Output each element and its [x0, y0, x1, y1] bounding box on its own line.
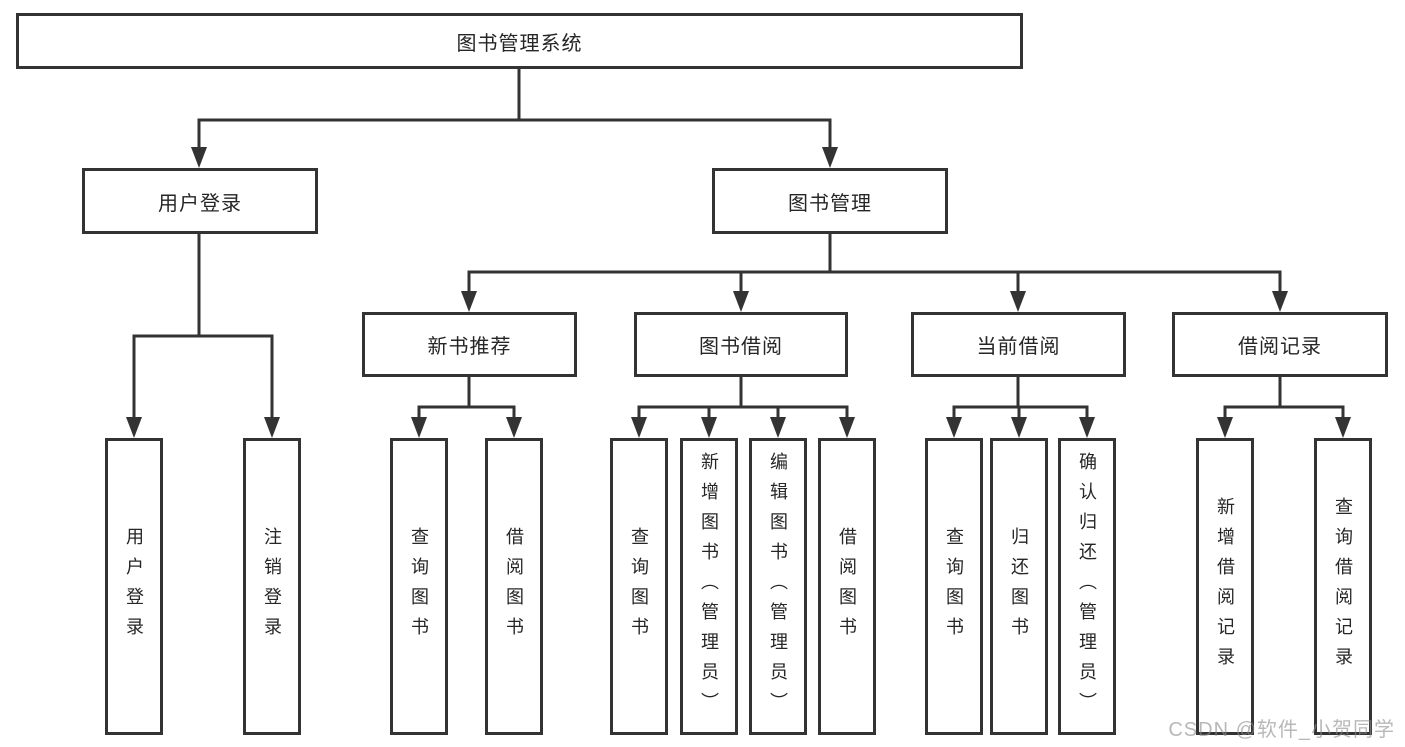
- leaf-borrow-books: 借阅图书: [485, 438, 543, 735]
- leaf-borrow-books-2: 借阅图书: [818, 438, 876, 735]
- node-label: 确认归还（管理员）: [1077, 451, 1097, 722]
- node-label: 查询图书: [409, 526, 429, 647]
- node-book-borrowing: 图书借阅: [634, 312, 848, 377]
- node-label: 新增图书（管理员）: [699, 451, 719, 722]
- leaf-confirm-return-admin: 确认归还（管理员）: [1058, 438, 1116, 735]
- node-book-management: 图书管理: [712, 168, 948, 234]
- node-label: 当前借阅: [976, 336, 1061, 358]
- node-new-book-recommend: 新书推荐: [362, 312, 577, 377]
- node-library-system: 图书管理系统: [16, 13, 1023, 69]
- leaf-query-borrow-record: 查询借阅记录: [1314, 438, 1372, 735]
- leaf-edit-book-admin: 编辑图书（管理员）: [749, 438, 807, 735]
- node-label: 用户登录: [158, 192, 242, 215]
- node-label: 查询图书: [944, 526, 964, 647]
- leaf-query-books-2: 查询图书: [610, 438, 668, 735]
- node-label: 归还图书: [1009, 526, 1029, 647]
- leaf-add-borrow-record: 新增借阅记录: [1196, 438, 1254, 735]
- node-borrow-records: 借阅记录: [1172, 312, 1388, 377]
- node-label: 查询图书: [629, 526, 649, 647]
- node-label: 查询借阅记录: [1333, 496, 1353, 677]
- leaf-return-book: 归还图书: [990, 438, 1048, 735]
- csdn-watermark: CSDN @软件_小贺同学: [1168, 719, 1395, 741]
- node-label: 新增借阅记录: [1215, 496, 1235, 677]
- node-label: 图书管理: [788, 192, 872, 215]
- node-label: 新书推荐: [427, 336, 512, 358]
- node-user-login: 用户登录: [82, 168, 318, 234]
- leaf-logout: 注销登录: [243, 438, 301, 735]
- node-label: 图书管理系统: [456, 32, 583, 55]
- node-label: 借阅图书: [837, 526, 857, 647]
- leaf-query-books: 查询图书: [390, 438, 448, 735]
- node-label: 注销登录: [262, 526, 282, 647]
- leaf-query-books-3: 查询图书: [925, 438, 983, 735]
- node-current-borrowing: 当前借阅: [911, 312, 1126, 377]
- node-label: 图书借阅: [699, 336, 783, 358]
- node-label: 编辑图书（管理员）: [768, 451, 788, 722]
- node-label: 借阅图书: [504, 526, 524, 647]
- node-label: 借阅记录: [1238, 336, 1322, 358]
- leaf-add-book-admin: 新增图书（管理员）: [680, 438, 738, 735]
- node-label: 用户登录: [124, 526, 144, 647]
- leaf-user-login: 用户登录: [105, 438, 163, 735]
